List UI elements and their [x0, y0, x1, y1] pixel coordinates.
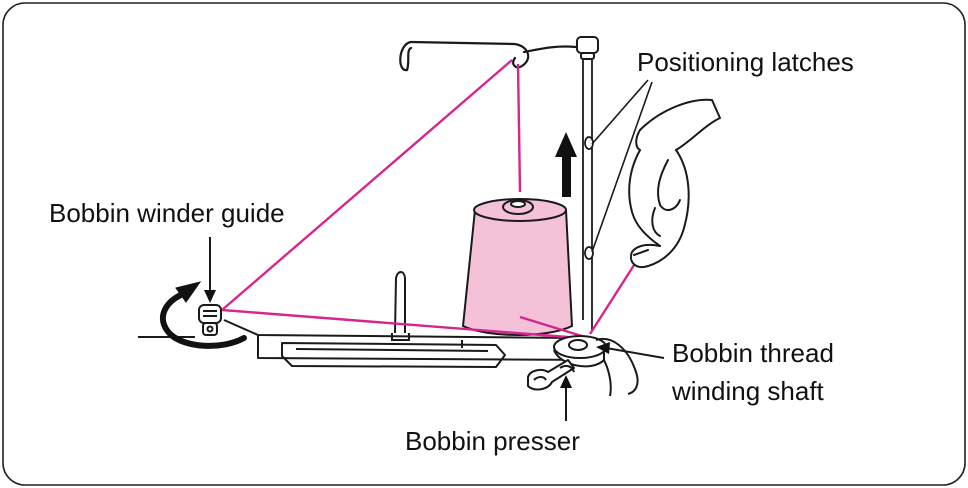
bobbin-thread-winding-shaft-label-line2: winding shaft [672, 376, 824, 406]
bobbin-thread-winding-shaft [553, 335, 639, 397]
bobbin-winder-guide [198, 304, 222, 336]
upward-arrow-icon [555, 132, 577, 197]
shaft-leader [596, 342, 665, 359]
thread-path [221, 59, 638, 340]
winder-guide-leader [204, 237, 216, 303]
bobbin-thread-winding-shaft-label-line1: Bobbin thread [672, 338, 834, 368]
spool-pin [576, 36, 599, 330]
latches-leader-lines [591, 79, 653, 253]
presser-leader [560, 375, 572, 421]
machine-bed [138, 319, 606, 368]
bobbin-presser-label: Bobbin presser [405, 426, 580, 456]
bobbin-presser [527, 359, 575, 391]
rotation-arrow-icon [159, 281, 247, 349]
positioning-latches-label: Positioning latches [637, 47, 854, 77]
bobbin-winder-guide-label: Bobbin winder guide [49, 198, 285, 228]
thread-stand [399, 40, 578, 72]
hand [628, 98, 721, 268]
thread-cone [461, 198, 574, 336]
bed-pin [391, 271, 410, 341]
